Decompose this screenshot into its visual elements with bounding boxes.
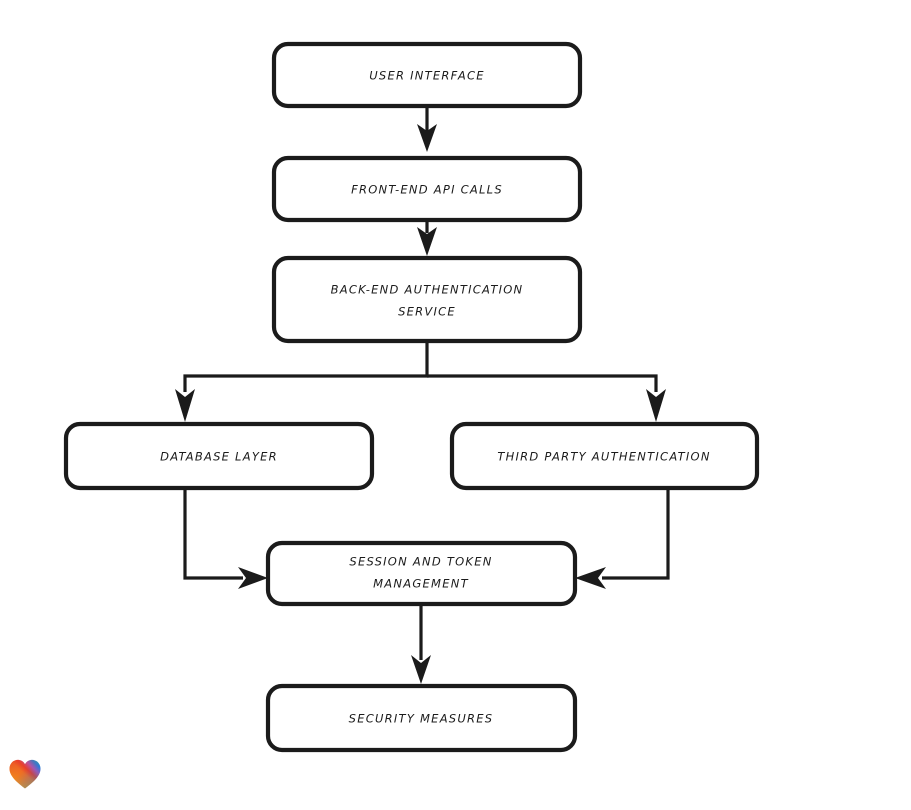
node-security-measures[interactable]: SECURITY MEASURES <box>265 683 578 753</box>
node-back-end-authentication-service[interactable]: BACK-END AUTHENTICATION SERVICE <box>271 255 583 344</box>
node-user-interface-label: USER INTERFACE <box>369 69 485 83</box>
node-back-end-authentication-service-label-line2: SERVICE <box>398 305 456 319</box>
node-third-party-authentication[interactable]: THIRD PARTY AUTHENTICATION <box>449 421 760 491</box>
node-session-and-token-management-shape[interactable] <box>265 540 578 607</box>
node-front-end-api-calls-label: FRONT-END API CALLS <box>351 183 503 197</box>
heart-icon <box>9 759 41 789</box>
node-session-and-token-management-label-line1: SESSION AND TOKEN <box>349 555 492 569</box>
node-security-measures-label: SECURITY MEASURES <box>349 712 494 726</box>
node-front-end-api-calls[interactable]: FRONT-END API CALLS <box>271 155 583 223</box>
edge-backend-to-database <box>175 341 429 422</box>
node-database-layer-label: DATABASE LAYER <box>160 450 278 464</box>
node-security-measures-shape[interactable] <box>265 683 578 753</box>
node-third-party-authentication-shape[interactable] <box>449 421 760 491</box>
node-database-layer[interactable]: DATABASE LAYER <box>63 421 375 491</box>
node-back-end-authentication-service-shape[interactable] <box>271 255 583 344</box>
edge-session-to-security <box>411 604 431 684</box>
node-back-end-authentication-service-label-line1: BACK-END AUTHENTICATION <box>331 283 524 297</box>
edge-thirdparty-to-session <box>575 488 670 589</box>
node-user-interface[interactable]: USER INTERFACE <box>271 41 583 109</box>
node-database-layer-shape[interactable] <box>63 421 375 491</box>
node-session-and-token-management-label-line2: MANAGEMENT <box>373 577 469 591</box>
node-front-end-api-calls-shape[interactable] <box>271 155 583 223</box>
node-user-interface-shape[interactable] <box>271 41 583 109</box>
node-third-party-authentication-label: THIRD PARTY AUTHENTICATION <box>497 450 710 464</box>
edge-database-to-session <box>183 488 268 589</box>
node-session-and-token-management[interactable]: SESSION AND TOKEN MANAGEMENT <box>265 540 578 607</box>
edge-backend-to-thirdparty <box>427 374 666 422</box>
edge-api-to-backend <box>417 220 437 256</box>
edge-ui-to-api <box>417 106 437 152</box>
